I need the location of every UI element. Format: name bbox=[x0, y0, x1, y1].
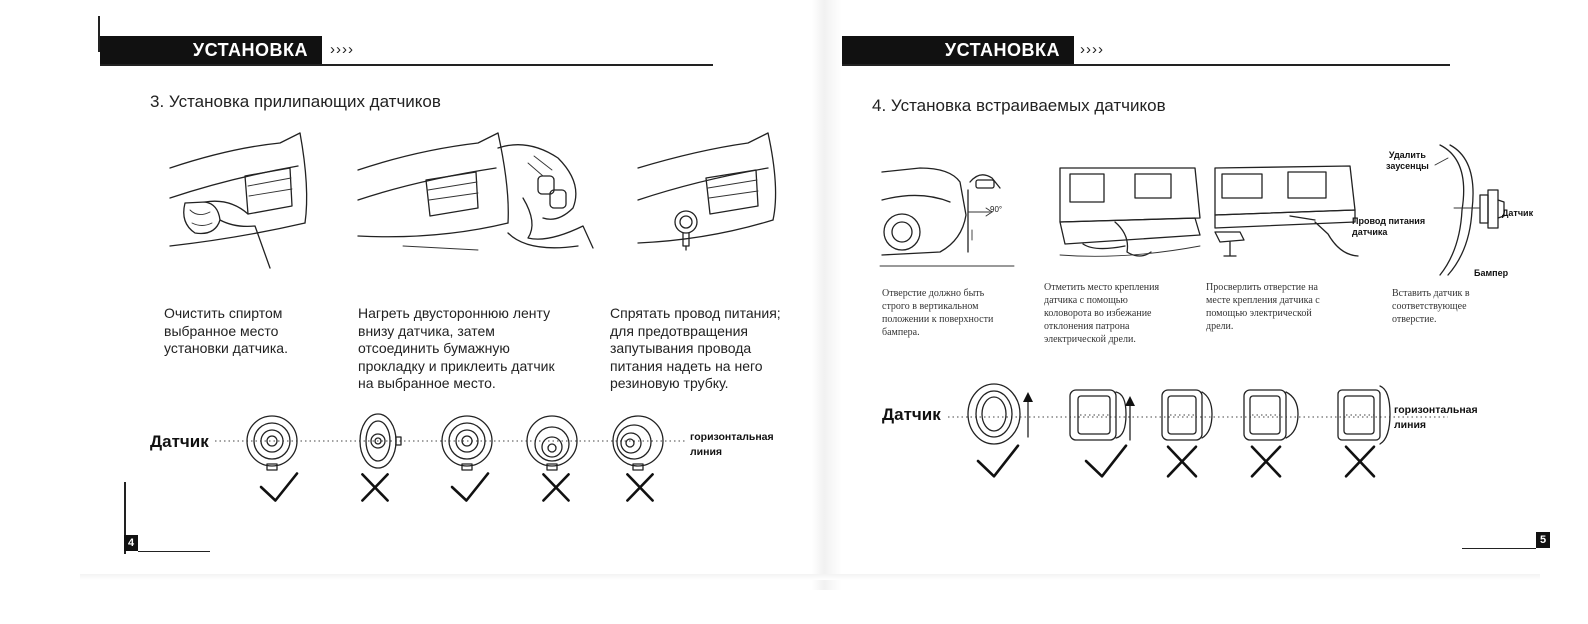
footer-rule bbox=[138, 551, 210, 552]
cross-mark-icon bbox=[1344, 445, 1376, 478]
check-mark-icon bbox=[259, 472, 299, 502]
sensor-position-4 bbox=[526, 415, 578, 471]
sensor-position-1 bbox=[246, 415, 298, 471]
crop-mark bbox=[124, 482, 126, 554]
cross-mark-icon bbox=[361, 473, 389, 502]
sensor-position-2 bbox=[359, 413, 402, 469]
crop-mark bbox=[98, 16, 100, 52]
sensor-flush-5 bbox=[1337, 385, 1391, 445]
label-bumper: Бампер bbox=[1474, 268, 1509, 278]
angle-label: 90° bbox=[990, 205, 1003, 214]
section-title: 3. Установка прилипающих датчиков bbox=[150, 92, 441, 111]
horizontal-line-guide bbox=[215, 440, 685, 442]
right-marks-row bbox=[976, 444, 1376, 478]
horizontal-line-label: горизонтальная линия bbox=[690, 431, 774, 458]
step-caption-cable: Спрятать провод питания; для предотвраще… bbox=[610, 305, 781, 391]
page-number: 4 bbox=[124, 535, 138, 551]
cross-mark-icon bbox=[1250, 445, 1282, 478]
check-mark-icon bbox=[976, 444, 1020, 478]
step-caption-attach: Нагреть двустороннюю ленту внизу датчика… bbox=[358, 305, 555, 391]
step-caption-angle: Отверстие должно быть строго в вертикаль… bbox=[882, 288, 994, 338]
page-4: УСТАНОВКА ›››› 3. Установка прилипающих … bbox=[98, 16, 781, 554]
cross-mark-icon bbox=[542, 473, 570, 502]
sensor-flush-4 bbox=[1243, 389, 1299, 441]
header-chevrons: ›››› bbox=[330, 41, 354, 58]
label-sensor: Датчик bbox=[1502, 208, 1534, 218]
cross-mark-icon bbox=[1166, 445, 1198, 478]
label-sensor-cable: Провод питания датчика bbox=[1352, 216, 1426, 237]
check-mark-icon bbox=[1084, 444, 1128, 478]
illustration-drill-hole bbox=[1214, 165, 1359, 257]
illustration-insert-sensor bbox=[1434, 144, 1505, 276]
step-caption-clean: Очистить спиртом выбранное место установ… bbox=[164, 305, 288, 356]
cross-mark-icon bbox=[626, 473, 654, 502]
sensor-position-3 bbox=[441, 415, 493, 471]
sensor-row-label: Датчик bbox=[150, 432, 209, 451]
sensor-flush-3 bbox=[1161, 389, 1213, 441]
page-number: 5 bbox=[1536, 532, 1550, 548]
page-5: УСТАНОВКА ›››› 4. Установка встраиваемых… bbox=[830, 0, 1588, 624]
sensor-flush-2 bbox=[1069, 389, 1135, 441]
sensor-position-5 bbox=[612, 415, 664, 471]
illustration-attach-sensor bbox=[357, 132, 594, 251]
illustration-hide-cable bbox=[637, 132, 777, 251]
page-bottom-shadow bbox=[80, 574, 1540, 580]
sensor-row-label: Датчик bbox=[882, 405, 941, 424]
footer-rule bbox=[1462, 548, 1536, 549]
left-marks-row bbox=[259, 472, 654, 502]
header-title: УСТАНОВКА bbox=[100, 36, 322, 64]
header-rule bbox=[100, 64, 713, 66]
header-rule bbox=[842, 64, 1450, 66]
label-remove-burrs: Удалить заусенцы bbox=[1386, 150, 1429, 171]
section-title: 4. Установка встраиваемых датчиков bbox=[872, 96, 1166, 115]
sensor-flush-1 bbox=[967, 383, 1033, 445]
book-gutter bbox=[812, 0, 842, 590]
step-caption-insert: Вставить датчик в соответствующее отверс… bbox=[1392, 288, 1470, 325]
step-caption-drill: Просверлить отверстие на месте крепления… bbox=[1206, 282, 1320, 332]
illustration-mark-hole bbox=[1059, 167, 1201, 257]
step-caption-mark: Отметить место крепления датчика с помощ… bbox=[1044, 282, 1160, 345]
header-title: УСТАНОВКА bbox=[842, 36, 1074, 64]
illustration-drill-angle bbox=[879, 167, 1015, 267]
horizontal-line-label: горизонтальная линия bbox=[1394, 404, 1478, 431]
illustration-clean-bumper bbox=[169, 132, 308, 269]
header-chevrons: ›››› bbox=[1080, 41, 1104, 58]
check-mark-icon bbox=[450, 472, 490, 502]
